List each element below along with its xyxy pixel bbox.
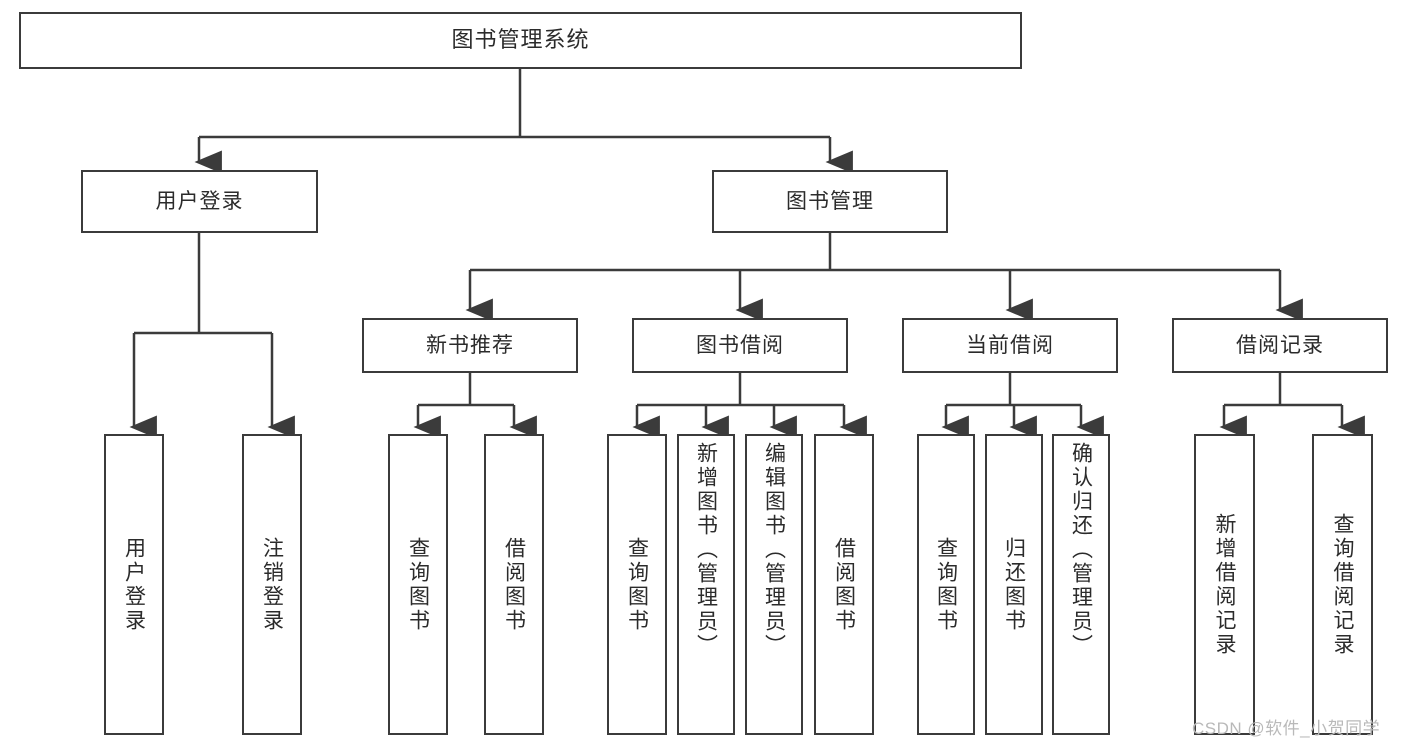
node-current-borrow[interactable]: 当前借阅 bbox=[902, 318, 1118, 373]
node-root[interactable]: 图书管理系统 bbox=[19, 12, 1022, 69]
node-root-label: 图书管理系统 bbox=[451, 27, 590, 53]
node-new-book-recommend[interactable]: 新书推荐 bbox=[362, 318, 578, 373]
node-leaf-add-book-admin[interactable]: 新增图书（管理员） bbox=[677, 434, 735, 735]
node-book-borrow[interactable]: 图书借阅 bbox=[632, 318, 848, 373]
node-leaf-user-login-label: 用户登录 bbox=[122, 536, 146, 633]
node-leaf-add-book-admin-label: 新增图书（管理员） bbox=[694, 442, 718, 658]
node-leaf-edit-book-admin[interactable]: 编辑图书（管理员） bbox=[745, 434, 803, 735]
node-leaf-logout-login[interactable]: 注销登录 bbox=[242, 434, 302, 735]
node-leaf-borrow-book-1[interactable]: 借阅图书 bbox=[484, 434, 544, 735]
node-leaf-query-borrow-record[interactable]: 查询借阅记录 bbox=[1312, 434, 1373, 735]
node-leaf-user-login[interactable]: 用户登录 bbox=[104, 434, 164, 735]
node-leaf-query-book-1-label: 查询图书 bbox=[406, 536, 430, 633]
node-book-borrow-label: 图书借阅 bbox=[696, 333, 784, 357]
node-leaf-borrow-book-2-label: 借阅图书 bbox=[832, 536, 856, 633]
node-leaf-confirm-return-admin-label: 确认归还（管理员） bbox=[1069, 442, 1093, 658]
node-leaf-query-book-2[interactable]: 查询图书 bbox=[607, 434, 667, 735]
node-leaf-confirm-return-admin[interactable]: 确认归还（管理员） bbox=[1052, 434, 1110, 735]
node-borrow-record-label: 借阅记录 bbox=[1236, 333, 1324, 357]
node-user-login-label: 用户登录 bbox=[155, 189, 244, 213]
node-new-book-recommend-label: 新书推荐 bbox=[426, 333, 514, 357]
node-current-borrow-label: 当前借阅 bbox=[966, 333, 1054, 357]
node-leaf-query-book-2-label: 查询图书 bbox=[625, 536, 649, 633]
node-borrow-record[interactable]: 借阅记录 bbox=[1172, 318, 1388, 373]
node-user-login[interactable]: 用户登录 bbox=[81, 170, 318, 233]
node-leaf-borrow-book-1-label: 借阅图书 bbox=[502, 536, 526, 633]
node-book-management-label: 图书管理 bbox=[786, 189, 874, 213]
node-leaf-query-book-3-label: 查询图书 bbox=[934, 536, 958, 633]
watermark: CSDN @软件_小贺同学 bbox=[1192, 719, 1381, 738]
node-leaf-query-borrow-record-label: 查询借阅记录 bbox=[1331, 512, 1354, 657]
node-leaf-logout-login-label: 注销登录 bbox=[260, 536, 284, 633]
node-leaf-edit-book-admin-label: 编辑图书（管理员） bbox=[762, 442, 786, 658]
node-leaf-return-book-label: 归还图书 bbox=[1002, 536, 1026, 633]
node-book-management[interactable]: 图书管理 bbox=[712, 170, 948, 233]
node-leaf-query-book-1[interactable]: 查询图书 bbox=[388, 434, 448, 735]
node-leaf-query-book-3[interactable]: 查询图书 bbox=[917, 434, 975, 735]
node-leaf-borrow-book-2[interactable]: 借阅图书 bbox=[814, 434, 874, 735]
node-leaf-add-borrow-record[interactable]: 新增借阅记录 bbox=[1194, 434, 1255, 735]
node-leaf-add-borrow-record-label: 新增借阅记录 bbox=[1213, 512, 1236, 657]
node-leaf-return-book[interactable]: 归还图书 bbox=[985, 434, 1043, 735]
